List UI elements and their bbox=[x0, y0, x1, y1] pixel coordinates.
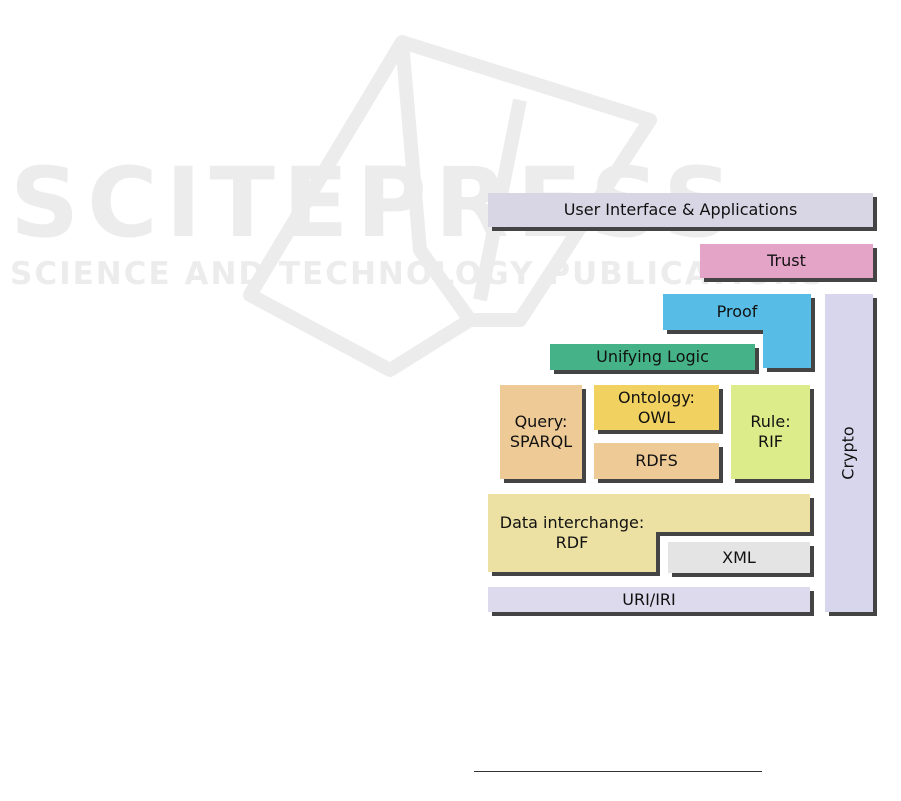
rule-label: Rule: bbox=[750, 412, 790, 432]
trust-label: Trust bbox=[767, 251, 806, 271]
proof-label: Proof bbox=[717, 302, 758, 322]
query-label: Query: bbox=[515, 412, 568, 432]
ui-applications-layer: User Interface & Applications bbox=[488, 193, 873, 227]
sparql-label: SPARQL bbox=[510, 432, 572, 452]
ontology-owl-layer: Ontology: OWL bbox=[594, 385, 719, 430]
xml-label: XML bbox=[722, 548, 756, 568]
uri-iri-label: URI/IRI bbox=[622, 590, 676, 610]
rdfs-layer: RDFS bbox=[594, 443, 719, 479]
unifying-logic-label: Unifying Logic bbox=[596, 347, 709, 367]
ui-applications-label: User Interface & Applications bbox=[564, 200, 798, 220]
owl-label: OWL bbox=[638, 408, 675, 428]
uri-iri-layer: URI/IRI bbox=[488, 587, 810, 612]
crypto-layer: Crypto bbox=[825, 294, 873, 612]
rdfs-label: RDFS bbox=[635, 451, 678, 471]
crypto-label: Crypto bbox=[839, 426, 859, 479]
proof-layer: Proof bbox=[663, 294, 811, 330]
rdf-label: RDF bbox=[556, 533, 589, 553]
rif-label: RIF bbox=[758, 432, 783, 452]
data-interchange-text: Data interchange: RDF bbox=[488, 508, 656, 558]
xml-layer: XML bbox=[668, 542, 810, 573]
unifying-logic-layer: Unifying Logic bbox=[550, 344, 755, 370]
footnote-rule bbox=[474, 771, 762, 772]
rule-rif-layer: Rule: RIF bbox=[731, 385, 810, 479]
proof-layer-leg bbox=[763, 328, 811, 368]
trust-layer: Trust bbox=[700, 244, 873, 278]
query-sparql-layer: Query: SPARQL bbox=[500, 385, 582, 479]
data-interchange-label: Data interchange: bbox=[500, 513, 645, 533]
ontology-label: Ontology: bbox=[618, 388, 695, 408]
